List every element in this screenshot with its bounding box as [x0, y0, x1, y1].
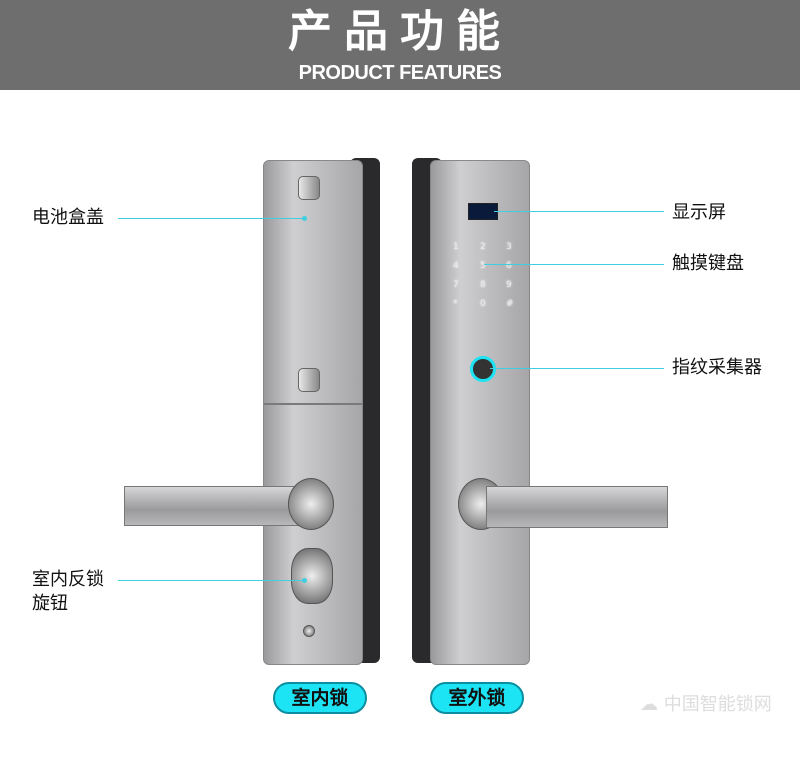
key: # [506, 299, 514, 309]
key: 1 [453, 242, 459, 252]
fingerprint-sensor [470, 356, 496, 382]
battery-cover-screw [298, 368, 320, 392]
header-banner: 产品功能 PRODUCT FEATURES [0, 0, 800, 90]
page-title: 产品功能 [288, 6, 512, 57]
key: * [453, 299, 458, 309]
key: 7 [453, 280, 459, 290]
outdoor-lock-tag: 室外锁 [430, 682, 524, 714]
label-display: 显示屏 [672, 202, 726, 223]
outdoor-handle [486, 486, 668, 528]
key: 2 [480, 242, 486, 252]
indoor-handle [124, 486, 304, 526]
page-subtitle: PRODUCT FEATURES [298, 62, 502, 84]
key: 6 [506, 261, 512, 271]
label-knob-line1: 室内反锁 [32, 569, 104, 590]
key: 8 [480, 280, 486, 290]
key: 4 [453, 261, 459, 271]
label-knob-line2: 旋钮 [32, 593, 68, 614]
watermark-logo: ☁ 中国智能锁网 [640, 694, 772, 715]
label-knob: 室内反锁 旋钮 [32, 568, 104, 616]
key: 3 [506, 242, 512, 252]
label-battery-cover: 电池盒盖 [32, 207, 104, 228]
label-fingerprint: 指纹采集器 [672, 357, 762, 378]
key: 9 [506, 280, 512, 290]
battery-cover-screw [298, 176, 320, 200]
label-keypad: 触摸键盘 [672, 253, 744, 274]
thumb-turn-knob [291, 548, 333, 604]
indoor-lock-tag: 室内锁 [273, 682, 367, 714]
key: 0 [480, 299, 486, 309]
key: 5 [480, 261, 486, 271]
